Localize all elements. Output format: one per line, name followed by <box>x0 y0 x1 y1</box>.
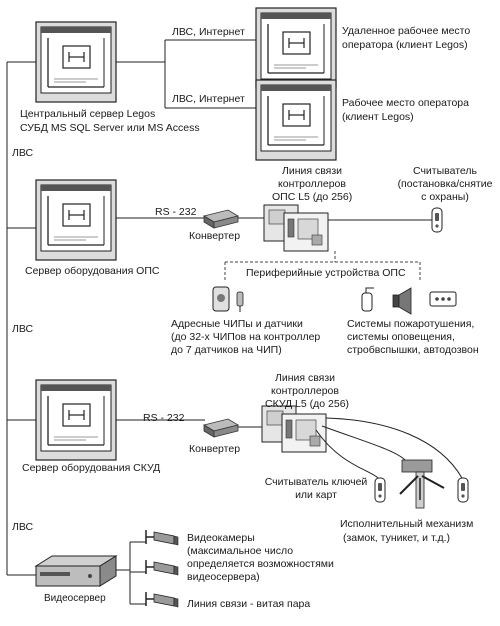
speaker-icon <box>392 287 412 315</box>
ops-reader <box>431 207 443 233</box>
skud-controllers <box>261 405 327 453</box>
fire-label-2: системы оповещения, <box>347 331 455 343</box>
actuator-label-2: (замок, туникет, и т.д.) <box>343 532 451 544</box>
remote-workstation-label-2: оператора (клиент Legos) <box>342 39 468 51</box>
remote-workstation-monitor <box>255 7 337 89</box>
chips-label-2: (до 32-х ЧИПов на контроллер <box>171 331 321 343</box>
skud-line-label-1: Линия связи <box>274 372 336 384</box>
lan-label-a: ЛВС <box>12 147 34 159</box>
skud-line-label-3: СКУД L5 (до 256) <box>265 398 350 410</box>
sensor-icon <box>236 291 244 312</box>
ops-line-label-1: Линия связи <box>281 165 343 177</box>
fire-label-1: Системы пожаротушения, <box>347 318 475 330</box>
key-reader-label-2: или карт <box>295 489 337 501</box>
actuator-label-1: Исполнительный механизм <box>340 518 474 530</box>
reader-label-2: (постановка/снятие <box>397 178 493 190</box>
ops-server-label: Сервер оборудования ОПС <box>25 265 160 277</box>
key-reader-left <box>374 477 386 503</box>
workstation-label-2: (клиент Legos) <box>342 111 414 123</box>
cameras-label-2: (максимальное число <box>187 545 294 557</box>
ops-converter <box>203 209 239 229</box>
skud-line-label-2: контроллеров <box>271 385 339 397</box>
turnstile-icon <box>399 459 445 509</box>
ops-line-label-2: контроллеров <box>278 178 346 190</box>
skud-server-label: Сервер оборудования СКУД <box>22 462 161 474</box>
fire-label-3: стробвспышки, автодозвон <box>347 344 479 356</box>
cameras-label-4: видеосервера) <box>187 571 260 583</box>
key-reader-label-1: Считыватель ключей <box>264 476 368 488</box>
video-camera-3 <box>145 591 179 608</box>
reader-label-1: Считыватель <box>412 165 477 177</box>
video-camera-1 <box>145 529 179 546</box>
video-camera-2 <box>145 559 179 576</box>
lan-label-c: ЛВС <box>12 521 34 533</box>
skud-server-monitor <box>35 379 117 461</box>
ops-server-monitor <box>35 179 117 261</box>
converter-label-b: Конвертер <box>189 443 241 455</box>
converter-label-a: Конвертер <box>189 230 241 242</box>
rs232-label-a: RS - 232 <box>155 206 197 218</box>
reader-label-3: с охраны) <box>421 191 469 203</box>
workstation-monitor <box>255 79 337 161</box>
chips-label-1: Адресные ЧИПы и датчики <box>171 318 303 330</box>
ops-controllers <box>263 204 329 252</box>
ops-line-label-3: ОПС L5 (до 256) <box>272 191 353 203</box>
lan-internet-label-1: ЛВС, Интернет <box>172 26 245 38</box>
central-server-monitor <box>35 21 117 103</box>
lan-label-b: ЛВС <box>12 323 34 335</box>
strobe-icon <box>429 291 457 307</box>
workstation-label-1: Рабочее место оператора <box>342 97 469 109</box>
key-reader-right <box>457 477 469 503</box>
rs232-label-b: RS - 232 <box>143 412 185 424</box>
central-server-label-2: СУБД MS SQL Server или MS Access <box>20 122 200 134</box>
remote-workstation-label-1: Удаленное рабочее место <box>342 25 471 37</box>
skud-converter <box>203 418 239 438</box>
cameras-label-3: определяется возможностями <box>187 558 334 570</box>
address-chip-icon <box>212 286 230 312</box>
chips-label-3: до 7 датчиков на ЧИП) <box>171 344 282 356</box>
video-server-icon <box>34 555 118 587</box>
twisted-pair-label: Линия связи - витая пара <box>187 598 311 610</box>
central-server-label-1: Центральный сервер Legos <box>20 108 156 120</box>
video-server-label: Видеосервер <box>44 593 106 604</box>
lan-internet-label-2: ЛВС, Интернет <box>172 93 245 105</box>
peripheral-label: Периферийные устройства ОПС <box>246 267 406 279</box>
cameras-label-1: Видеокамеры <box>187 532 255 544</box>
fire-extinguisher-icon <box>361 287 374 312</box>
